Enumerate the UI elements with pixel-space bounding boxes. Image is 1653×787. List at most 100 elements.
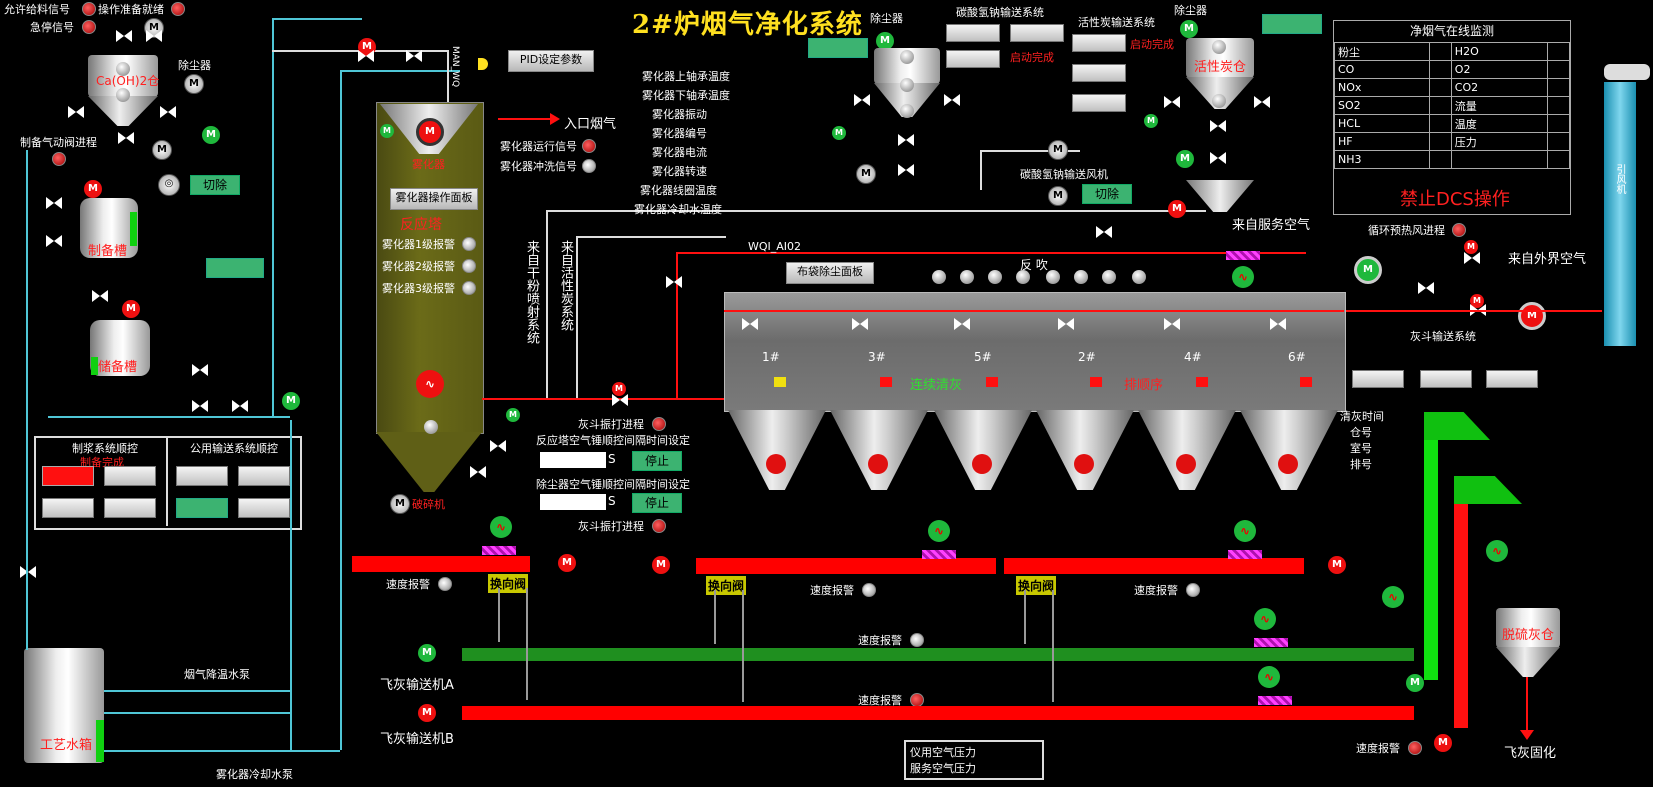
ash-hopper[interactable] [1240, 410, 1338, 490]
baghouse-body[interactable] [724, 292, 1346, 412]
preheat-fan[interactable]: M [1354, 256, 1382, 284]
dc-out-valve[interactable] [898, 134, 914, 146]
tower-wave-icon[interactable]: ∿ [416, 370, 444, 398]
dust-collector-2-motor[interactable]: M [876, 32, 894, 50]
ash-hopper[interactable] [1036, 410, 1134, 490]
hopper-screw-conveyor-1[interactable] [696, 558, 996, 574]
switch-valve-label[interactable]: 换向阀 [1016, 576, 1057, 595]
tower-valve-2[interactable] [470, 466, 486, 478]
switch-valve-label[interactable]: 换向阀 [706, 576, 747, 595]
storage-tank[interactable] [90, 320, 150, 376]
reactor-top-valve[interactable] [358, 50, 374, 62]
outside-air-motor[interactable]: M [1464, 240, 1478, 254]
slurry-stop-button[interactable] [104, 466, 156, 486]
nahco3-btn-3[interactable] [946, 50, 1000, 68]
process-water-tank[interactable] [24, 648, 104, 763]
wave-icon[interactable]: ∿ [928, 520, 950, 542]
fan-motor-2[interactable]: M [1048, 186, 1068, 206]
storage-valve-3[interactable] [232, 400, 248, 412]
top-valve[interactable] [146, 30, 162, 42]
cs-aux-motor[interactable]: M [1144, 114, 1158, 128]
cell-valve[interactable] [1270, 318, 1286, 330]
prep-out-valve[interactable] [92, 290, 108, 302]
public-btn-4[interactable] [238, 498, 290, 518]
bypass-valve[interactable] [666, 276, 682, 288]
crusher-motor[interactable]: M [390, 494, 410, 514]
storage-valve-2[interactable] [192, 400, 208, 412]
ash-hopper[interactable] [934, 410, 1032, 490]
cell-valve[interactable] [1058, 318, 1074, 330]
prep-valve-2[interactable] [46, 235, 62, 247]
fan-motor-1[interactable]: M [1048, 140, 1068, 160]
reactor-top-valve-2[interactable] [406, 50, 422, 62]
slurry-btn-3[interactable] [42, 498, 94, 518]
carbon-silo-motor[interactable]: M [1180, 20, 1198, 38]
atomizer-motor[interactable]: M [416, 118, 444, 146]
public-btn-1[interactable] [176, 466, 228, 486]
tower-stop-button[interactable]: 停止 [632, 451, 682, 471]
carbon-btn-3[interactable] [1072, 94, 1126, 112]
silo-out-valve[interactable] [118, 132, 134, 144]
silo-valve-r[interactable] [160, 106, 176, 118]
dc-feeder-motor[interactable]: M [856, 164, 876, 184]
cell-valve[interactable] [1164, 318, 1180, 330]
ash-hopper[interactable] [830, 410, 928, 490]
storage-valve-1[interactable] [192, 364, 208, 376]
public-btn-2[interactable] [238, 466, 290, 486]
prep-tank[interactable] [80, 198, 138, 258]
carbon-btn-2[interactable] [1072, 64, 1126, 82]
nahco3-btn-1[interactable] [946, 24, 1000, 42]
slurry-start-button[interactable] [42, 466, 94, 486]
conveyor-a[interactable] [462, 648, 1414, 661]
conveyor-b[interactable] [462, 706, 1414, 720]
prep-valve-1[interactable] [46, 197, 62, 209]
elevator-a-motor[interactable]: M [1406, 674, 1424, 692]
conveyor-motor[interactable]: M [1328, 556, 1346, 574]
conveyor-motor[interactable]: M [558, 554, 576, 572]
silo-valve-l[interactable] [68, 106, 84, 118]
hopper-screw-conveyor-2[interactable] [1004, 558, 1304, 574]
dust-stop-button[interactable]: 停止 [632, 493, 682, 513]
blower-icon[interactable]: ◎ [158, 174, 180, 196]
ash-valve-1[interactable] [1418, 282, 1434, 294]
ash-hopper[interactable] [1138, 410, 1236, 490]
wave-icon[interactable]: ∿ [1258, 666, 1280, 688]
dc-feeder-valve[interactable] [898, 164, 914, 176]
wave-icon[interactable]: ∿ [1234, 520, 1256, 542]
dc-valve-r[interactable] [944, 94, 960, 106]
wave-icon[interactable]: ∿ [1486, 540, 1508, 562]
feeder-motor-status[interactable]: M [202, 126, 220, 144]
wave-icon[interactable]: ∿ [1254, 608, 1276, 630]
conveyor-a-motor[interactable]: M [418, 644, 436, 662]
nahco3-btn-2[interactable] [1010, 24, 1064, 42]
wave-icon[interactable]: ∿ [490, 516, 512, 538]
public-btn-3[interactable] [176, 498, 228, 518]
fan-cutoff-button[interactable]: 切除 [1082, 184, 1132, 204]
switch-valve-label[interactable]: 换向阀 [488, 574, 529, 593]
tower-valve-motor[interactable]: M [506, 408, 520, 422]
feeder-motor[interactable]: M [152, 140, 172, 160]
dc-valve-l[interactable] [854, 94, 870, 106]
wave-icon[interactable]: ∿ [1382, 586, 1404, 608]
carbon-btn-1[interactable] [1072, 34, 1126, 52]
dust-interval-input[interactable] [540, 494, 606, 510]
clean-box-3[interactable] [1486, 370, 1538, 388]
storage-motor[interactable]: M [282, 392, 300, 410]
bucket-elevator-a[interactable] [1424, 440, 1438, 680]
flue-valve-motor[interactable]: M [612, 382, 626, 396]
bucket-elevator-b[interactable] [1454, 504, 1468, 728]
dust-collector-motor[interactable]: M [184, 74, 204, 94]
cell-valve[interactable] [954, 318, 970, 330]
induced-fan[interactable]: M [1518, 302, 1546, 330]
ash-hopper[interactable] [728, 410, 826, 490]
top-valve-2[interactable] [116, 30, 132, 42]
flue-valve[interactable] [612, 394, 628, 406]
cs-valve-r[interactable] [1254, 96, 1270, 108]
conveyor-motor[interactable]: M [652, 556, 670, 574]
clean-box-1[interactable] [1352, 370, 1404, 388]
cs-feeder-valve[interactable] [1210, 152, 1226, 164]
atomizer-aux-motor[interactable]: M [380, 124, 394, 138]
outside-air-valve[interactable] [1464, 252, 1480, 264]
cs-out-valve[interactable] [1210, 120, 1226, 132]
service-air-valve[interactable] [1096, 226, 1112, 238]
